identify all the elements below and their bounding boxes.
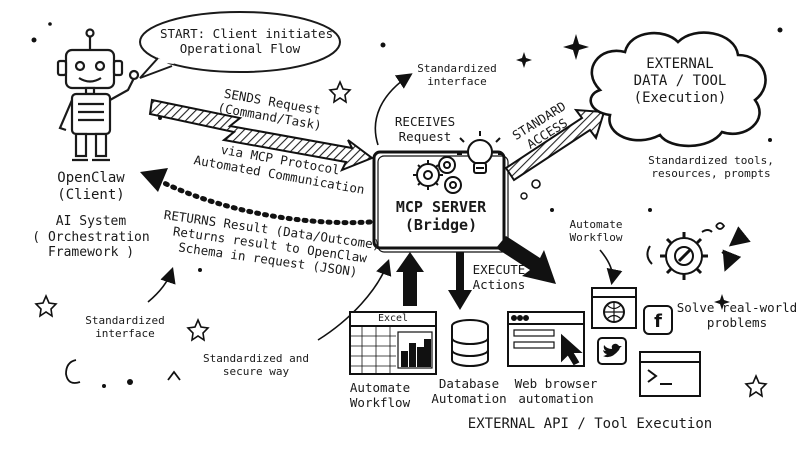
standard-access-arrow <box>504 108 606 182</box>
client-name-line: OpenClaw <box>57 170 125 186</box>
standardized-left-arrow <box>147 266 176 303</box>
note-line: secure way <box>222 365 290 379</box>
footer-label: EXTERNAL API / Tool Execution <box>467 416 713 432</box>
external-title-line: DATA / TOOL <box>633 72 727 89</box>
receives-label: RECEIVES Request <box>380 114 470 144</box>
secure-arrow <box>317 258 392 341</box>
receives-line: RECEIVES <box>394 114 456 129</box>
note-line: Standardized <box>85 314 165 327</box>
note-line: problems <box>706 315 768 330</box>
doodles <box>65 222 726 384</box>
speech-bubble <box>139 11 341 79</box>
execute-arrows <box>396 236 556 310</box>
external-title: EXTERNAL DATA / TOOL (Execution) <box>610 56 750 106</box>
server-title-line: MCP SERVER <box>395 198 487 216</box>
note-line: Workflow <box>569 231 623 245</box>
robot-icon <box>56 28 140 162</box>
execute-line: EXECUTE <box>472 262 526 277</box>
note-line: interface <box>427 75 487 89</box>
gears-icon <box>413 156 462 194</box>
client-description-line: AI System <box>55 214 127 229</box>
client-description: AI System ( Orchestration Framework ) <box>16 214 166 261</box>
star-icon <box>34 79 768 398</box>
sparkle-icon <box>31 22 783 388</box>
standardized-top-note: Standardized interface <box>402 62 512 88</box>
svg-text:f: f <box>654 311 662 332</box>
caption-line: Web browser <box>514 376 598 391</box>
client-name-line: (Client) <box>57 186 125 203</box>
external-cloud <box>589 31 767 148</box>
client-name: OpenClaw (Client) <box>36 170 146 204</box>
speech-line: Operational Flow <box>179 41 301 56</box>
terminal-icon <box>639 351 701 397</box>
external-note-line: resources, prompts <box>651 167 771 181</box>
note-line: Standardized and <box>203 352 309 365</box>
excel-caption: Automate Workflow <box>340 380 420 410</box>
external-note: Standardized tools, resources, prompts <box>636 154 786 180</box>
automate-top-note: Automate Workflow <box>556 218 636 244</box>
note-line: Automate <box>569 218 623 231</box>
automate-top-arrow <box>599 249 623 286</box>
caption-line: automation <box>518 391 594 406</box>
excel-header: Excel <box>377 313 409 324</box>
facebook-icon: f <box>643 305 673 335</box>
mcp-server-box <box>372 150 509 253</box>
external-title-line: (Execution) <box>633 89 727 106</box>
browser-icon <box>507 311 585 367</box>
note-line: interface <box>95 327 155 341</box>
database-icon <box>451 319 489 367</box>
caption-line: Workflow <box>349 395 411 410</box>
client-description-line: ( Orchestration <box>32 229 150 245</box>
client-description-line: Framework ) <box>47 245 135 261</box>
twitter-icon <box>597 337 627 365</box>
lightbulb-icon <box>457 131 503 174</box>
secure-note: Standardized and secure way <box>196 352 316 378</box>
mcp-server-title: MCP SERVER (Bridge) <box>376 198 506 234</box>
solve-note: Solve real-world problems <box>672 300 800 330</box>
caption-line: Automation <box>431 391 507 406</box>
returns-arrow <box>140 168 373 226</box>
caption-line: Database <box>438 376 500 391</box>
sends-arrow <box>148 98 375 172</box>
execute-line: Actions <box>472 277 526 292</box>
globe-icon <box>591 287 637 329</box>
excel-icon <box>349 311 437 375</box>
browser-caption: Web browser automation <box>506 376 606 406</box>
speech-line: START: Client initiates <box>160 26 334 41</box>
external-title-line: EXTERNAL <box>646 56 714 72</box>
execute-label: EXECUTE Actions <box>464 262 534 292</box>
note-line: Standardized <box>417 62 497 75</box>
receives-line: Request <box>398 129 452 144</box>
standardized-top-arrow <box>374 73 413 146</box>
standardized-left-note: Standardized interface <box>80 314 170 340</box>
database-caption: Database Automation <box>424 376 514 406</box>
server-title-line: (Bridge) <box>404 216 478 234</box>
caption-line: Automate <box>349 380 411 395</box>
gear-wrench-icon <box>646 226 751 280</box>
external-note-line: Standardized tools, <box>648 154 774 167</box>
speech-text: START: Client initiates Operational Flow <box>160 26 334 56</box>
note-line: Solve real-world <box>676 300 798 315</box>
